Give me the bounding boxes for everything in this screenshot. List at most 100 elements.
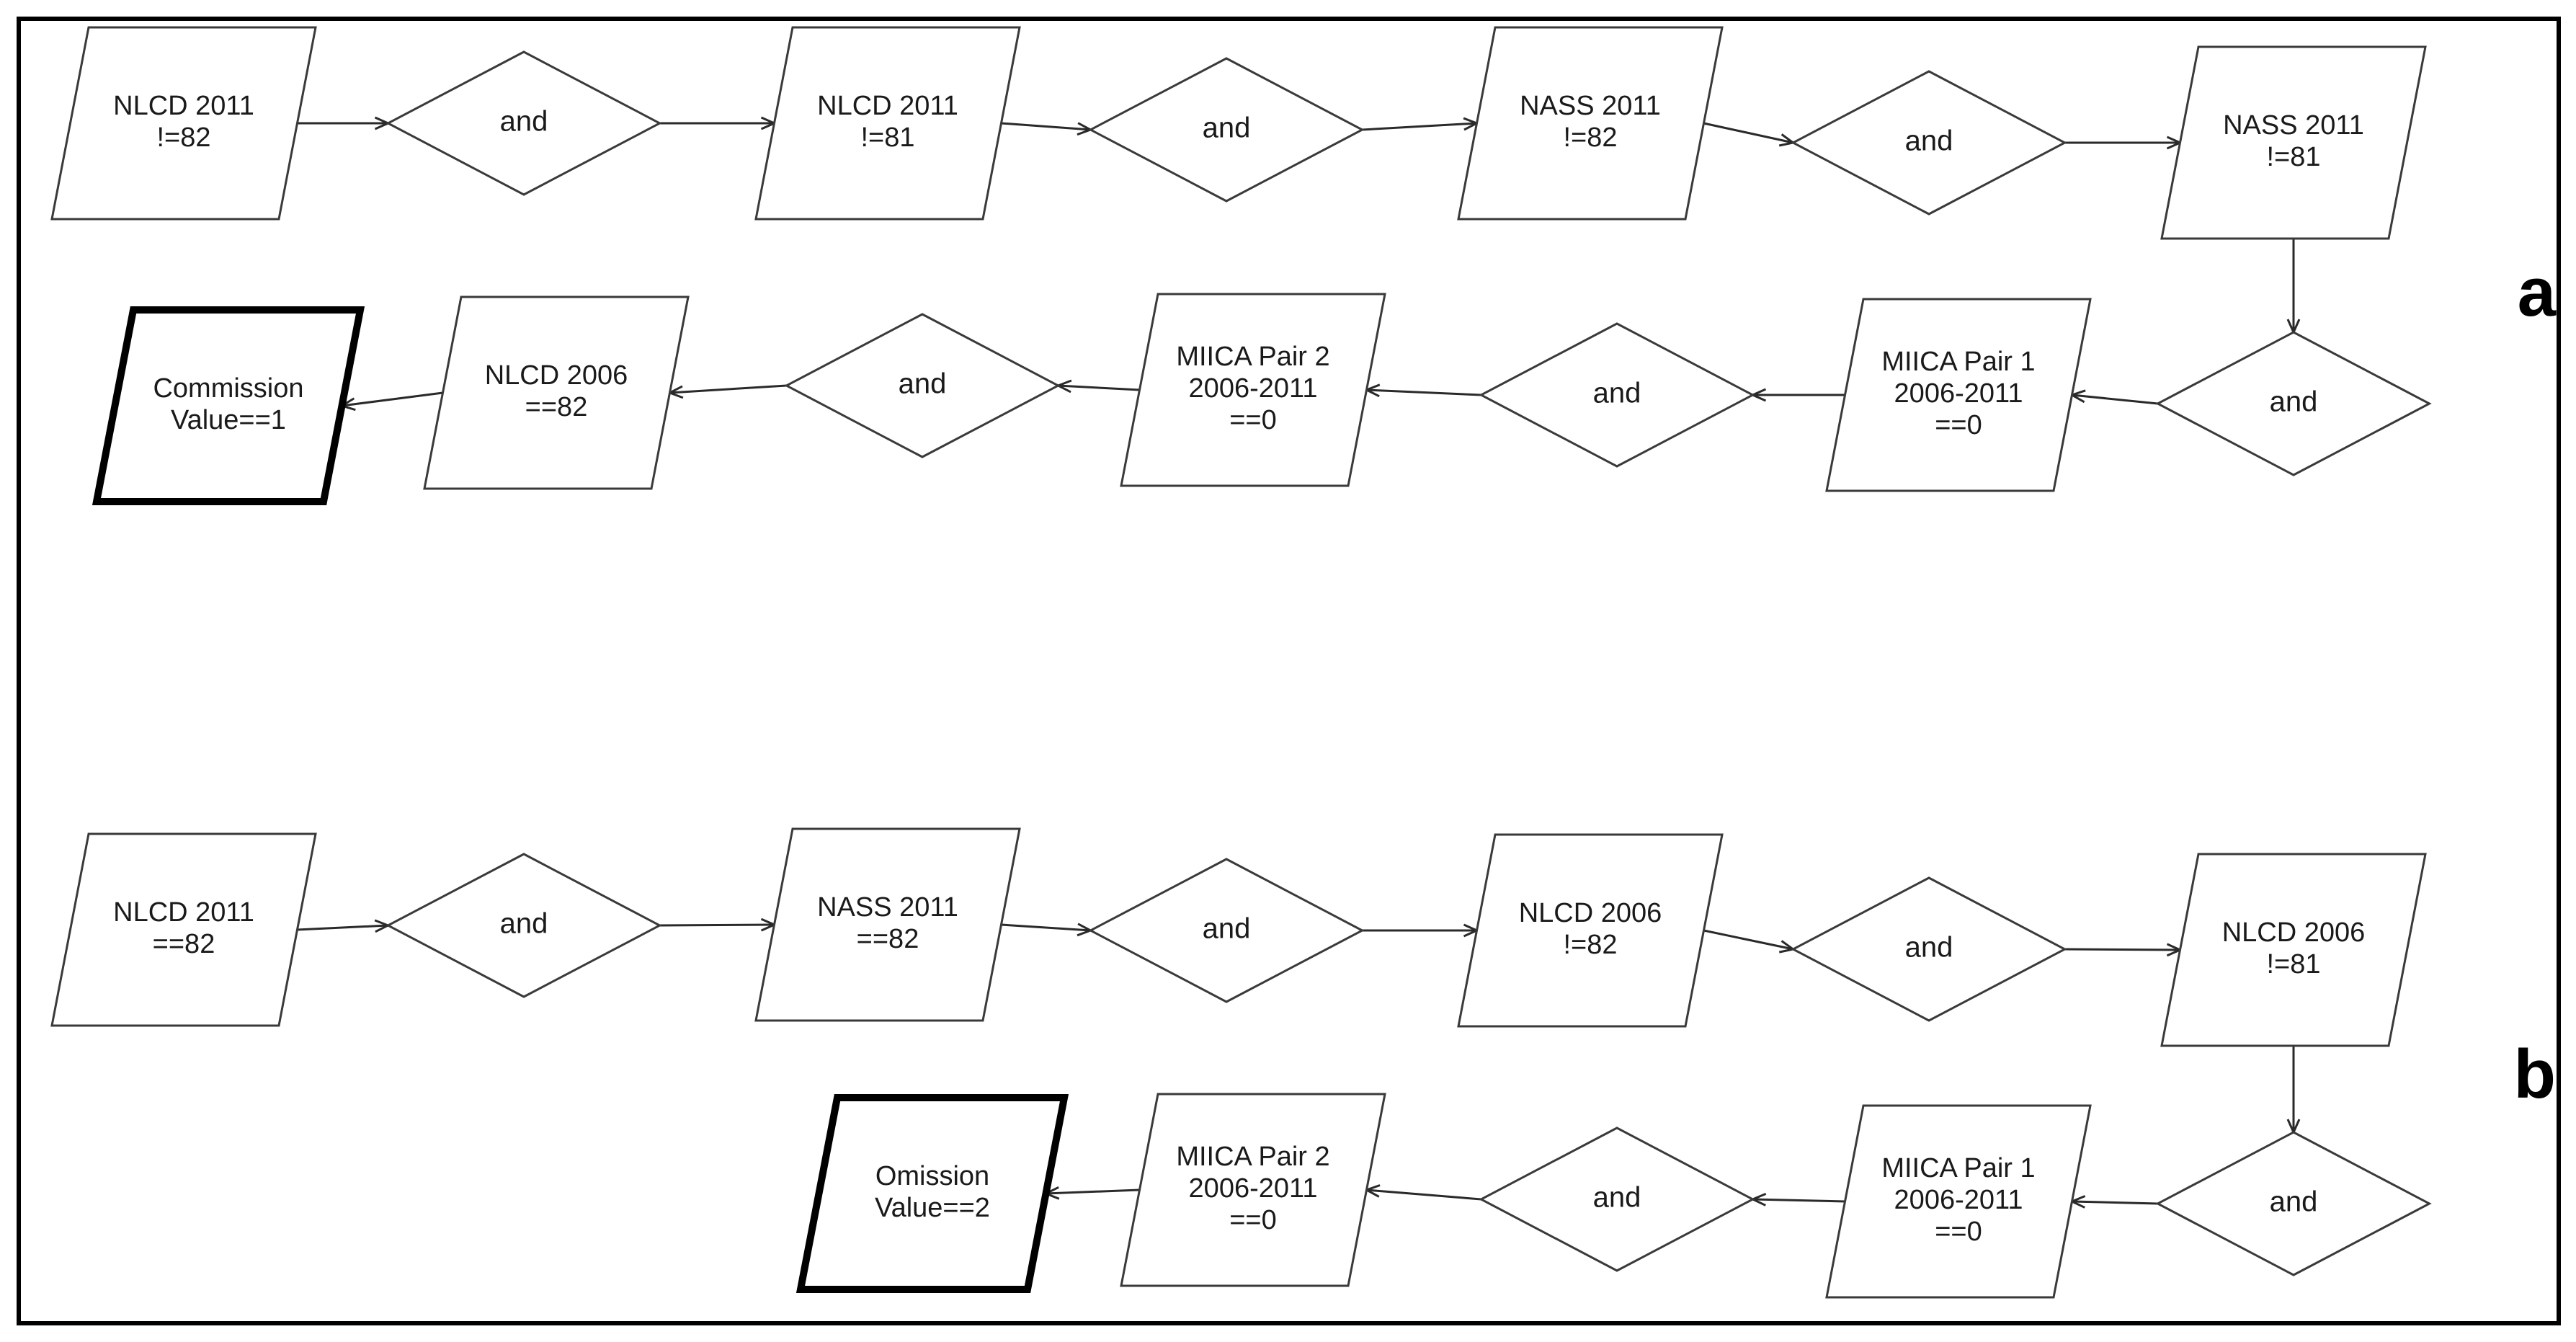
node-label-line: NLCD 2011 xyxy=(113,897,254,928)
arrow-a13-to-a14 xyxy=(342,391,443,406)
node-label: NLCD 2011!=82 xyxy=(113,91,254,153)
node-label-line: !=81 xyxy=(2266,142,2320,172)
node-label-line: MIICA Pair 2 xyxy=(1176,1142,1329,1172)
node-label: and xyxy=(1593,378,1641,409)
node-label-line: Value==1 xyxy=(171,405,286,435)
node-label-line: and xyxy=(500,106,548,138)
node-label-line: and xyxy=(899,368,947,400)
node-label-line: Omission xyxy=(875,1161,989,1191)
and-diamond-b4: and xyxy=(1088,858,1365,1003)
parallelogram-shape xyxy=(50,832,317,1027)
arrow-b3-to-b4 xyxy=(1001,925,1091,930)
arrow-a11-to-a12 xyxy=(1059,386,1140,390)
parallelogram-shape xyxy=(754,827,1021,1022)
arrow-b5-to-b6 xyxy=(1703,929,1793,949)
diamond-shape xyxy=(2155,1131,2432,1276)
parallelogram-shape xyxy=(50,26,317,221)
node-label-line: and xyxy=(2270,1186,2318,1218)
node-label-line: and xyxy=(1905,125,1953,157)
and-diamond-a12: and xyxy=(784,313,1061,458)
node-label-line: and xyxy=(1203,112,1251,144)
node-label: NASS 2011!=82 xyxy=(1520,91,1661,153)
parallelogram-shape xyxy=(754,26,1021,221)
diamond-shape xyxy=(784,313,1061,458)
node-label-line: NLCD 2006 xyxy=(2222,917,2366,948)
node-label-line: !=81 xyxy=(2266,949,2320,979)
node-label-line: and xyxy=(1905,932,1953,964)
panel-labels: ab xyxy=(2513,254,2556,1113)
node-label-line: ==0 xyxy=(1229,405,1277,435)
node-label: and xyxy=(500,106,548,138)
arrow-b6-to-b7 xyxy=(2064,949,2180,950)
node-label: NLCD 2006!=81 xyxy=(2222,917,2366,979)
condition-node-nass-2011-82-b3: NASS 2011==82 xyxy=(754,827,1021,1022)
diamond-shape xyxy=(385,50,662,196)
node-label: NLCD 2011!=81 xyxy=(817,91,958,153)
node-label-line: ==0 xyxy=(1935,410,1982,440)
condition-node-nlcd-2011-82-a1: NLCD 2011!=82 xyxy=(50,26,317,221)
and-diamond-b10: and xyxy=(1479,1127,1755,1272)
parallelogram-shape xyxy=(1825,298,2092,492)
node-label-line: ==82 xyxy=(857,924,919,954)
parallelogram-shape xyxy=(1457,26,1724,221)
arrow-b1-to-b2 xyxy=(297,925,388,930)
panel-label-b: b xyxy=(2513,1036,2556,1113)
parallelogram-shape xyxy=(423,295,690,490)
diamond-shape xyxy=(1088,858,1365,1003)
node-label: NASS 2011!=81 xyxy=(2223,110,2364,172)
condition-node-nlcd-2011-81-a3: NLCD 2011!=81 xyxy=(754,26,1021,221)
arrow-a4-to-a5 xyxy=(1362,123,1477,131)
parallelogram-shape xyxy=(2160,45,2427,240)
node-label-line: Commission xyxy=(153,373,303,404)
node-label: and xyxy=(500,908,548,940)
node-label-line: NLCD 2011 xyxy=(113,91,254,121)
node-label: and xyxy=(1203,913,1251,945)
node-label-line: Value==2 xyxy=(875,1193,990,1223)
node-label-line: MIICA Pair 1 xyxy=(1881,347,2035,377)
and-diamond-b2: and xyxy=(385,853,662,998)
node-label-line: NLCD 2006 xyxy=(485,360,628,391)
node-label-line: and xyxy=(1593,378,1641,409)
node-label-line: ==82 xyxy=(525,392,588,422)
node-label-line: NASS 2011 xyxy=(1520,91,1661,121)
node-label-line: 2006-2011 xyxy=(1894,1185,2023,1215)
node-label-line: MIICA Pair 1 xyxy=(1881,1153,2035,1183)
node-label-line: ==82 xyxy=(153,929,215,959)
parallelogram-shape xyxy=(2160,853,2427,1047)
arrow-b8-to-b9 xyxy=(2072,1201,2158,1204)
node-label: and xyxy=(1905,125,1953,157)
condition-node-nlcd-2006-82-a13: NLCD 2006==82 xyxy=(423,295,690,490)
and-diamond-a10: and xyxy=(1479,322,1755,468)
parallelogram-shape xyxy=(1457,833,1724,1028)
node-label: and xyxy=(1203,112,1251,144)
diamond-shape xyxy=(2155,331,2432,476)
parallelogram-shape xyxy=(795,1094,1069,1293)
diamond-shape xyxy=(385,853,662,998)
panel-label-a: a xyxy=(2518,254,2557,331)
node-label-line: 2006-2011 xyxy=(1189,1173,1318,1204)
node-label: and xyxy=(899,368,947,400)
node-label: and xyxy=(2270,1186,2318,1218)
arrow-a12-to-a13 xyxy=(670,384,787,393)
parallelogram-shape xyxy=(1825,1104,2092,1299)
node-label-line: and xyxy=(1593,1182,1641,1214)
condition-node-nlcd-2006-81-b7: NLCD 2006!=81 xyxy=(2160,853,2427,1047)
diamond-shape xyxy=(1479,322,1755,468)
node-label-line: NASS 2011 xyxy=(2223,110,2364,141)
node-label-line: !=82 xyxy=(1563,930,1617,960)
arrow-a10-to-a11 xyxy=(1367,390,1481,395)
node-label-line: 2006-2011 xyxy=(1894,378,2023,409)
arrow-a3-to-a4 xyxy=(1001,123,1091,130)
condition-node-nlcd-2011-82-b1: NLCD 2011==82 xyxy=(50,832,317,1027)
and-diamond-a6: and xyxy=(1791,70,2067,215)
